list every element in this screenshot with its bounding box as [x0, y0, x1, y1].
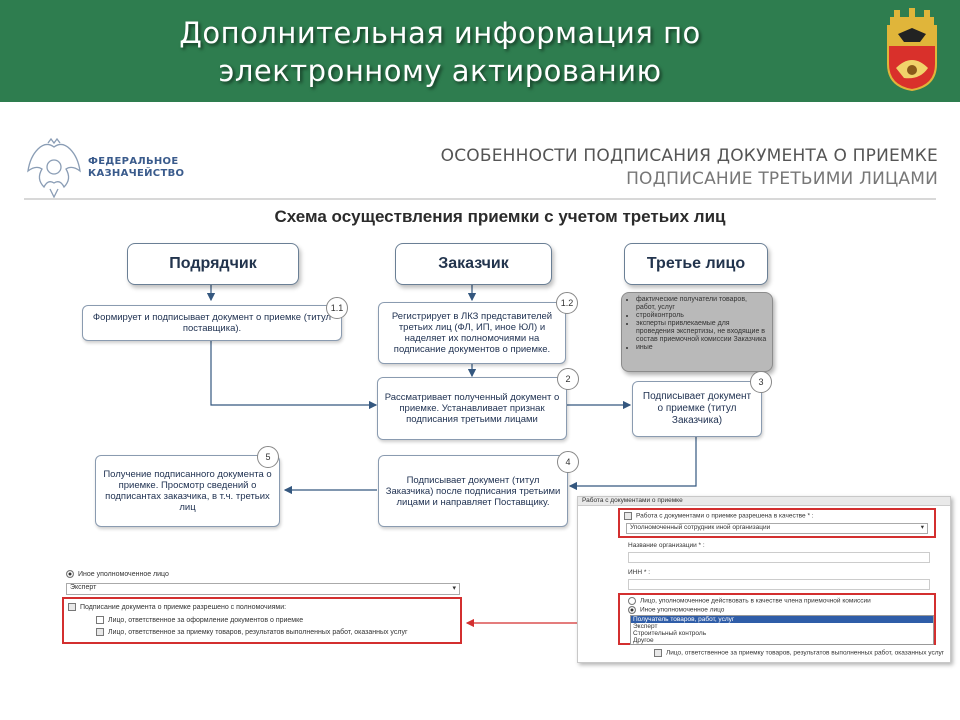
signing-allowed-label: Подписание документа о приемке разрешено… — [80, 603, 287, 611]
step-1-1-box: Формирует и подписывает документ о прием… — [82, 305, 342, 341]
commission-radio-label: Лицо, уполномоченное действовать в качес… — [640, 597, 871, 605]
step-5-number: 5 — [257, 446, 279, 468]
step-1-1-text: Формирует и подписывает документ о прием… — [92, 312, 332, 334]
role-select-value: Уполномоченный сотрудник иной организаци… — [630, 524, 771, 531]
step-4-number: 4 — [557, 451, 579, 473]
role-select[interactable]: Уполномоченный сотрудник иной организаци… — [626, 523, 928, 534]
chevron-down-icon: ▾ — [920, 524, 924, 531]
expert-select[interactable]: Эксперт ▾ — [66, 583, 460, 595]
left-highlight-frame — [62, 597, 462, 644]
step-2-text: Рассматривает полученный документ о прие… — [384, 392, 560, 425]
actor-customer: Заказчик — [395, 243, 552, 285]
third-party-type: иные — [636, 344, 768, 352]
listbox-option[interactable]: Эксперт — [633, 623, 658, 630]
other-person-radio-label: Иное уполномоченное лицо — [640, 606, 725, 614]
third-party-type: стройконтроль — [636, 312, 768, 320]
section-subtitle: ОСОБЕННОСТИ ПОДПИСАНИЯ ДОКУМЕНТА О ПРИЕМ… — [440, 146, 938, 166]
acceptance-checkbox-row[interactable]: Лицо, ответственное за приемку товаров, … — [654, 649, 944, 657]
actor-third-party: Третье лицо — [624, 243, 768, 285]
work-allowed-label: Работа с документами о приемке разрешена… — [636, 512, 814, 520]
step-5-text: Получение подписанного документа о прием… — [103, 469, 272, 513]
brand-logo-text: ФЕДЕРАЛЬНОЕ КАЗНАЧЕЙСТВО — [88, 156, 184, 180]
option-acceptance-checkbox-row[interactable]: Лицо, ответственное за приемку товаров, … — [96, 628, 408, 636]
option-docs-label: Лицо, ответственное за оформление докуме… — [108, 616, 304, 624]
expert-select-value: Эксперт — [70, 584, 97, 591]
checkbox-icon[interactable] — [654, 649, 662, 657]
step-1-1-number: 1.1 — [326, 297, 348, 319]
option-docs-checkbox-row[interactable]: Лицо, ответственное за оформление докуме… — [96, 616, 303, 624]
signing-allowed-checkbox-row[interactable]: Подписание документа о приемке разрешено… — [68, 603, 286, 611]
slide-title-line-2: электронному актированию — [218, 54, 662, 88]
inn-label: ИНН * : — [628, 569, 651, 576]
step-1-2-text: Регистрирует в ЛКЗ представителей третьи… — [391, 311, 553, 355]
radio-icon[interactable] — [628, 597, 636, 605]
other-person-radio-row[interactable]: Иное уполномоченное лицо — [628, 606, 724, 614]
work-allowed-checkbox-row[interactable]: Работа с документами о приемке разрешена… — [624, 512, 814, 520]
divider — [24, 198, 936, 200]
option-acceptance-label: Лицо, ответственное за приемку товаров, … — [108, 628, 408, 636]
header-bar: Дополнительная информация по электронном… — [0, 0, 960, 102]
checkbox-icon[interactable] — [96, 628, 104, 636]
slide-title: Дополнительная информация по электронном… — [0, 14, 880, 90]
checkbox-icon[interactable] — [96, 616, 104, 624]
chevron-down-icon: ▾ — [452, 585, 456, 592]
radio-icon[interactable] — [66, 570, 74, 578]
scheme-title: Схема осуществления приемки с учетом тре… — [274, 207, 726, 226]
listbox-option[interactable]: Другое — [633, 637, 654, 644]
coat-of-arms-icon — [887, 8, 937, 92]
section-subsubtitle: ПОДПИСАНИЕ ТРЕТЬИМИ ЛИЦАМИ — [626, 169, 938, 189]
step-2-box: Рассматривает полученный документ о прие… — [377, 377, 567, 440]
inn-input[interactable] — [628, 579, 930, 590]
third-party-types-box: фактические получатели товаров, работ, у… — [621, 292, 773, 372]
step-3-number: 3 — [750, 371, 772, 393]
step-2-number: 2 — [557, 368, 579, 390]
step-1-2-box: Регистрирует в ЛКЗ представителей третьи… — [378, 302, 566, 364]
step-4-text: Подписывает документ (титул Заказчика) п… — [385, 474, 561, 508]
radio-icon[interactable] — [628, 606, 636, 614]
right-panel-titlebar: Работа с документами о приемке — [578, 497, 950, 506]
listbox-option[interactable]: Строительный контроль — [633, 630, 707, 637]
step-4-box: Подписывает документ (титул Заказчика) п… — [378, 455, 568, 527]
org-name-label: Название организации * : — [628, 542, 705, 549]
acceptance-checkbox-label: Лицо, ответственное за приемку товаров, … — [666, 649, 945, 657]
commission-radio-row[interactable]: Лицо, уполномоченное действовать в качес… — [628, 597, 871, 605]
left-form-panel: Иное уполномоченное лицо Эксперт ▾ Подпи… — [62, 566, 462, 654]
role-listbox[interactable]: Получатель товаров, работ, услуг Эксперт… — [630, 615, 934, 645]
brand-line-1: ФЕДЕРАЛЬНОЕ — [88, 156, 179, 167]
listbox-option[interactable]: Получатель товаров, работ, услуг — [631, 616, 933, 623]
third-party-type: эксперты привлекаемые для проведения экс… — [636, 320, 768, 344]
other-person-radio-row[interactable]: Иное уполномоченное лицо — [66, 570, 169, 578]
step-5-box: Получение подписанного документа о прием… — [95, 455, 280, 527]
brand-line-2: КАЗНАЧЕЙСТВО — [88, 168, 185, 179]
step-1-2-number: 1.2 — [556, 292, 578, 314]
third-party-type: фактические получатели товаров, работ, у… — [636, 296, 768, 312]
step-3-box: Подписывает документ о приемке (титул За… — [632, 381, 762, 437]
right-panel-title: Работа с документами о приемке — [582, 497, 683, 504]
right-highlight-frame-top — [618, 508, 936, 538]
actor-contractor: Подрядчик — [127, 243, 299, 285]
slide-title-line-1: Дополнительная информация по — [179, 16, 701, 50]
checkbox-icon[interactable] — [68, 603, 76, 611]
step-3-text: Подписывает документ о приемке (титул За… — [642, 391, 752, 426]
eagle-emblem-icon — [27, 137, 81, 199]
checkbox-icon[interactable] — [624, 512, 632, 520]
right-form-panel: Работа с документами о приемке Работа с … — [577, 496, 951, 663]
other-person-radio-label: Иное уполномоченное лицо — [78, 570, 169, 578]
org-name-input[interactable] — [628, 552, 930, 563]
